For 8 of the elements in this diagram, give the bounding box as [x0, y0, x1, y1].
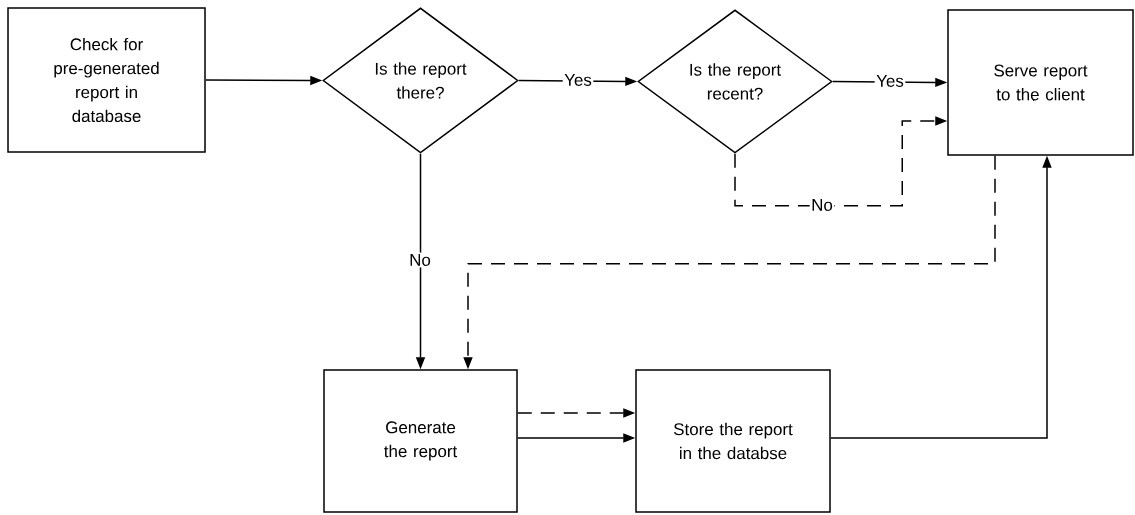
process-box: Generate the report [323, 369, 518, 513]
edge-label: Yes [874, 73, 906, 89]
process-box: Store the report in the databse [635, 369, 831, 513]
process-box: Check for pre-generated report in database [7, 7, 206, 153]
process-box: Serve report to the client [947, 9, 1134, 156]
edge-label: Yes [562, 72, 594, 88]
edge-label: No [407, 252, 433, 268]
edge-label: No [809, 197, 835, 213]
